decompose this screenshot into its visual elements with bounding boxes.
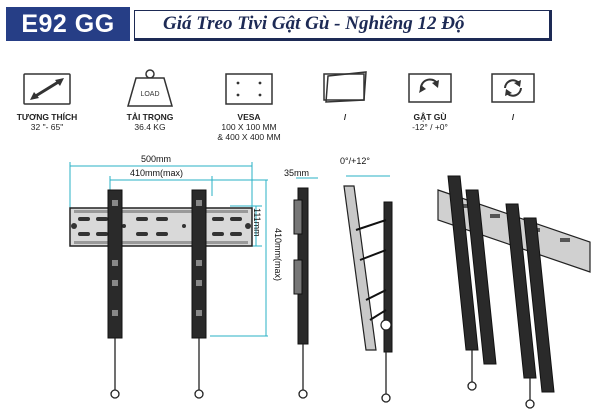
tilt-rotate-icon [408,73,452,103]
double-arrow-icon [23,73,71,105]
title-box: Giá Treo Tivi Gật Gù - Nghiêng 12 Độ [134,10,552,41]
spec-load-value: 36.4 KG [134,122,166,132]
vesa-pattern-icon [225,73,273,105]
spec-rotate: / [493,112,533,122]
weight-icon-text: LOAD [140,91,159,98]
spec-compat-value: 32 "- 65" [30,122,64,132]
page-title: Giá Treo Tivi Gật Gù - Nghiêng 12 Độ [163,13,465,34]
spec-load-label: TẢI TRỌNG [126,112,174,122]
spec-load: TẢI TRỌNG 36.4 KG [110,112,190,132]
spec-compat: TƯƠNG THÍCH 32 "- 65" [6,112,88,132]
side-view-drawing [293,177,318,399]
dim-tilt: 0°/+12° [340,156,370,166]
spec-vesa-value: 100 X 100 MM [221,122,277,132]
dim-width-total: 500mm [141,154,172,164]
model-badge: E92 GG [6,7,130,41]
perspective-view-drawing [437,175,591,409]
header: E92 GG Giá Treo Tivi Gật Gù - Nghiêng 12… [6,7,552,41]
dim-width-max: 410mm(max) [130,168,184,178]
spec-vesa-label: VESA [237,112,261,122]
spec-tilt-label: GẬT GÙ [413,112,447,122]
dim-height-bracket: 111mm [252,208,262,237]
spec-tilt: GẬT GÙ -12° / +0° [392,112,468,132]
spec-vesa-value2: & 400 X 400 MM [217,132,281,142]
tilt-view-drawing [343,175,393,403]
dim-depth: 35mm [284,168,310,178]
spec-vesa: VESA 100 X 100 MM & 400 X 400 MM [196,112,302,142]
tilt-screen-icon [323,71,367,103]
front-view-drawing [69,162,268,399]
rotate-icon [491,73,535,103]
spec-compat-label: TƯƠNG THÍCH [16,112,78,122]
spec-tilt-screen: / [325,112,365,122]
spec-tilt-screen-label: / [343,112,347,122]
weight-icon: LOAD [127,69,173,107]
spec-tilt-value: -12° / +0° [412,122,448,132]
spec-rotate-label: / [511,112,515,122]
